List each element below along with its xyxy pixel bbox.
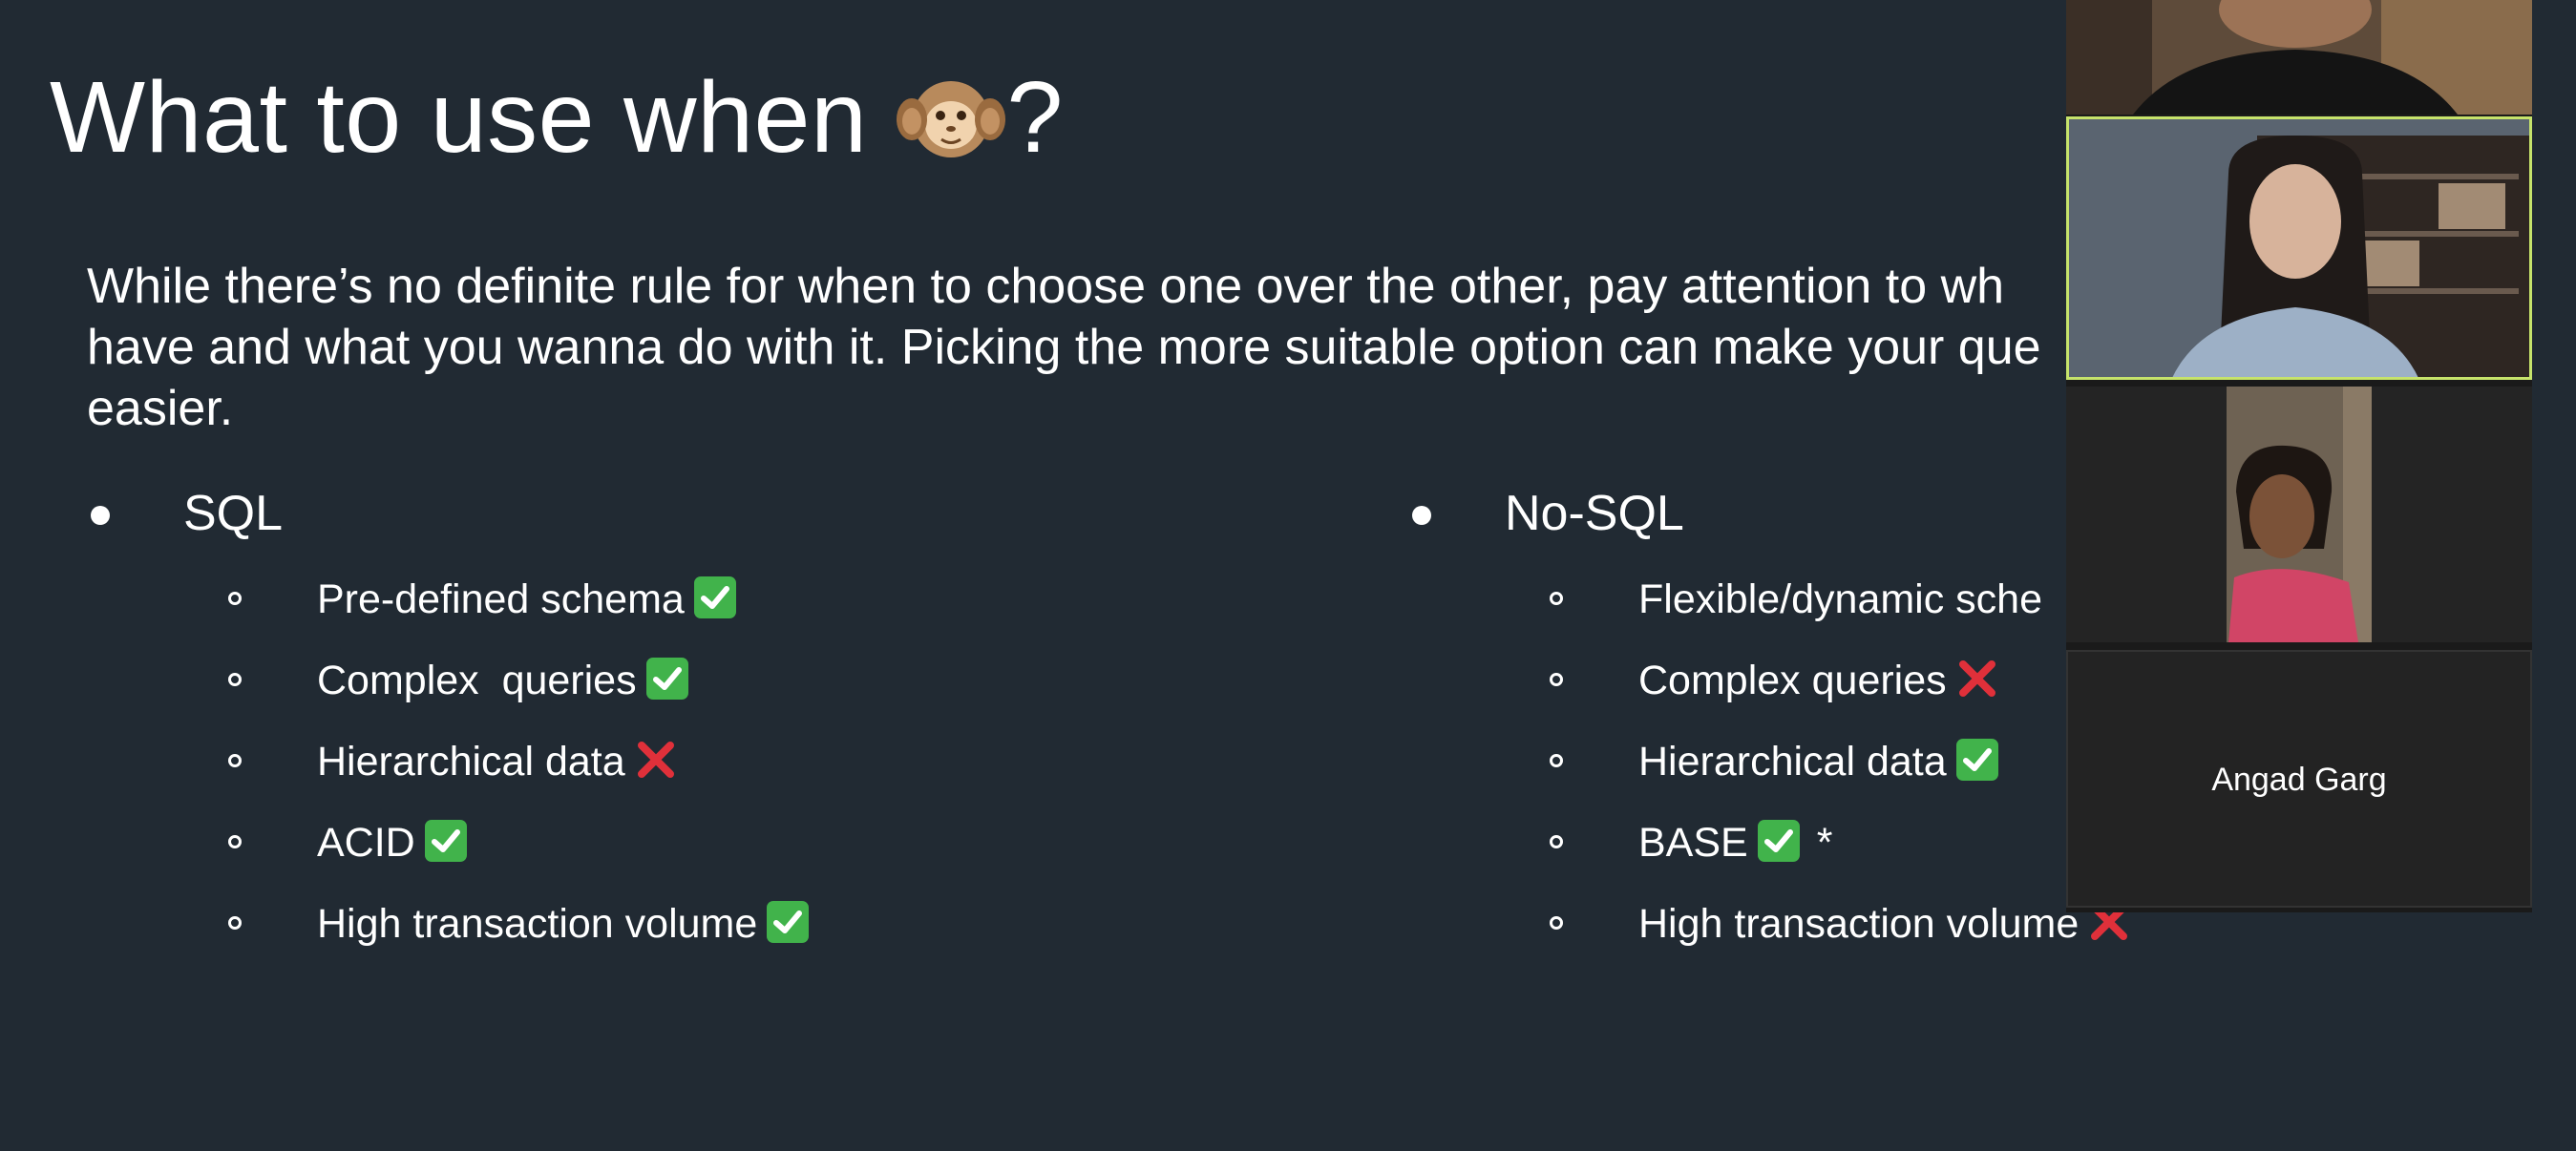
- participant-video-tile-active-speaker[interactable]: [2066, 116, 2532, 380]
- check-icon: [424, 819, 467, 862]
- list-item-label: Complex queries: [1638, 658, 1947, 703]
- video-feed-icon: [2066, 387, 2532, 642]
- bullet-dot-icon: [91, 506, 110, 525]
- list-item-label: Complex queries: [317, 658, 637, 703]
- bullet-circle-icon: [228, 916, 242, 930]
- check-icon: [1757, 819, 1800, 862]
- bullet-circle-icon: [228, 835, 242, 848]
- check-icon: [1955, 738, 1998, 781]
- participant-video-tile[interactable]: [2066, 0, 2532, 115]
- bullet-circle-icon: [1550, 916, 1563, 930]
- list-item-label: Hierarchical data: [317, 739, 625, 785]
- bullet-circle-icon: [1550, 592, 1563, 605]
- video-feed-icon: [2066, 116, 2532, 380]
- list-item-label: High transaction volume: [1638, 901, 2080, 947]
- bullet-circle-icon: [1550, 835, 1563, 848]
- list-item-label: ACID: [317, 820, 415, 866]
- slide-title: What to use when ?: [50, 55, 1064, 180]
- cross-icon: [635, 739, 677, 781]
- nosql-heading: No-SQL: [1505, 486, 1684, 541]
- asterisk-note: *: [1816, 820, 1833, 866]
- hear-no-evil-monkey-icon: [896, 62, 1006, 173]
- check-icon: [645, 657, 688, 700]
- sql-heading: SQL: [183, 486, 284, 541]
- bullet-dot-icon: [1412, 506, 1431, 525]
- bullet-circle-icon: [228, 592, 242, 605]
- bullet-circle-icon: [228, 754, 242, 767]
- bullet-circle-icon: [1550, 754, 1563, 767]
- list-item-label: High transaction volume: [317, 901, 758, 947]
- participant-video-tile[interactable]: [2066, 387, 2532, 642]
- bullet-circle-icon: [1550, 673, 1563, 686]
- list-item-label: Pre-defined schema: [317, 576, 685, 622]
- check-icon: [693, 576, 736, 618]
- list-item-label: BASE: [1638, 820, 1748, 866]
- participant-name-tile[interactable]: Angad Garg: [2066, 650, 2532, 908]
- participant-name: Angad Garg: [2211, 762, 2387, 798]
- list-item-label: Hierarchical data: [1638, 739, 1947, 785]
- cross-icon: [1956, 658, 1998, 700]
- list-item-label: Flexible/dynamic sche: [1638, 576, 2043, 622]
- participant-video-strip: Angad Garg: [2066, 0, 2532, 912]
- slide-title-suffix: ?: [1006, 61, 1064, 174]
- bullet-circle-icon: [228, 673, 242, 686]
- slide-title-text: What to use when: [50, 61, 897, 174]
- slide-intro-paragraph: While there’s no definite rule for when …: [87, 259, 2041, 436]
- check-icon: [767, 900, 810, 943]
- video-feed-icon: [2066, 0, 2532, 115]
